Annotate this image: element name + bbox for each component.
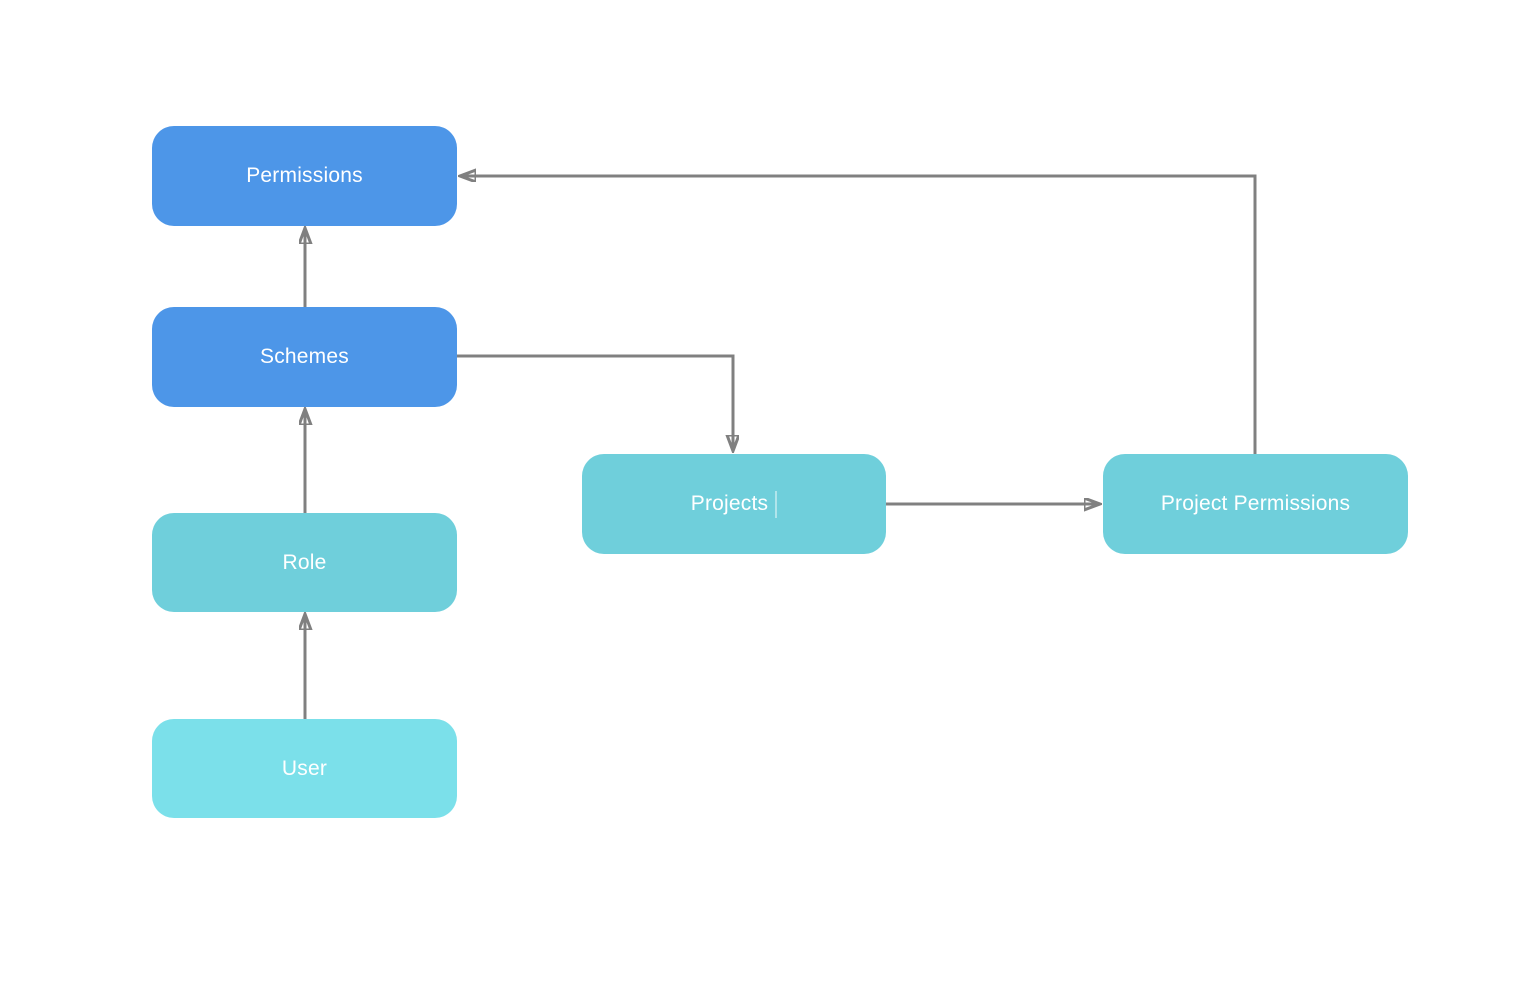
node-role[interactable]: Role [152,513,457,612]
node-schemes[interactable]: Schemes [152,307,457,407]
edge-project-permissions-to-permissions[interactable] [461,176,1257,454]
text-cursor [775,490,778,518]
node-role-label: Role [282,550,327,574]
node-user[interactable]: User [152,719,457,818]
node-projects[interactable]: Projects [582,454,886,554]
node-project-permissions-label: Project Permissions [1160,492,1351,515]
node-permissions-label: Permissions [246,164,363,187]
node-schemes-label: Schemes [260,345,349,368]
edge-schemes-to-projects[interactable] [457,354,733,450]
node-user-label: User [281,756,328,780]
node-project-permissions[interactable]: Project Permissions [1103,454,1408,554]
node-projects-label: Projects [690,492,769,515]
node-permissions[interactable]: Permissions [152,126,457,226]
